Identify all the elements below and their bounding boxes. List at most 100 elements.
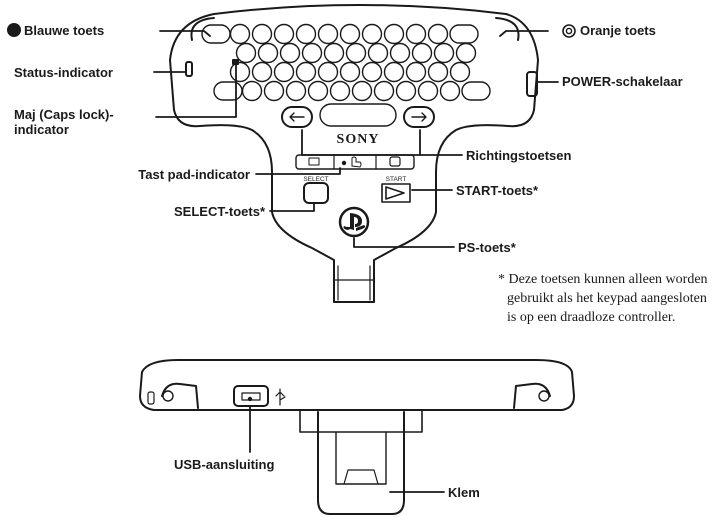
letter-key xyxy=(373,80,395,102)
clip-body xyxy=(317,411,405,515)
letter-key xyxy=(389,42,411,64)
letter-key xyxy=(263,80,285,102)
clip-inner xyxy=(335,431,387,485)
side-left-notch xyxy=(147,391,155,405)
wide-key xyxy=(461,81,491,101)
letter-key xyxy=(295,23,317,45)
strip-right-icon xyxy=(389,156,401,167)
touchpad-led xyxy=(341,160,347,166)
letter-key xyxy=(229,61,251,83)
left-arrow-key xyxy=(281,106,313,128)
label-caps-indicator: Maj (Caps lock)- indicator xyxy=(14,107,114,137)
space-bar xyxy=(319,103,397,127)
select-key-text: SELECT xyxy=(303,176,328,183)
leader-arrows xyxy=(301,129,463,156)
letter-keys xyxy=(201,23,491,102)
label-status-indicator: Status-indicator xyxy=(14,65,113,80)
start-key xyxy=(381,183,411,203)
footnote-line-1: * Deze toetsen kunnen alleen worden xyxy=(498,272,708,287)
label-touchpad-indicator: Tast pad-indicator xyxy=(138,167,250,182)
letter-key xyxy=(405,61,427,83)
letter-key xyxy=(339,61,361,83)
label-power-switch: POWER-schakelaar xyxy=(562,74,683,89)
filled-circle-icon xyxy=(7,23,21,37)
side-right-button xyxy=(538,390,550,402)
usb-port xyxy=(233,385,269,407)
clip-upper xyxy=(299,409,423,433)
letter-key xyxy=(257,42,279,64)
leader-touchpad xyxy=(255,167,341,175)
clip-inner-fold xyxy=(343,469,379,485)
side-right-grip xyxy=(513,382,551,409)
footnote-line-3: is op een draadloze controller. xyxy=(507,310,676,325)
letter-key xyxy=(455,42,477,64)
letter-key xyxy=(251,23,273,45)
right-arrow-icon xyxy=(411,112,427,122)
letter-key xyxy=(427,61,449,83)
double-circle-icon xyxy=(562,24,576,38)
letter-key xyxy=(295,61,317,83)
label-usb-port: USB-aansluiting xyxy=(174,457,275,472)
leader-select xyxy=(269,203,315,212)
leader-orange-key xyxy=(499,30,549,37)
letter-key xyxy=(411,42,433,64)
strip-left-icon xyxy=(308,157,320,166)
ps-key xyxy=(338,206,370,238)
letter-key xyxy=(361,61,383,83)
letter-key xyxy=(405,23,427,45)
footnote-line-2: gebruikt als het keypad aangesloten xyxy=(507,291,707,306)
letter-key xyxy=(307,80,329,102)
letter-key xyxy=(279,42,301,64)
letter-key xyxy=(439,80,461,102)
brand-logo: SONY xyxy=(337,132,380,147)
letter-key xyxy=(433,42,455,64)
letter-key xyxy=(427,23,449,45)
letter-key xyxy=(361,23,383,45)
leader-caps xyxy=(155,63,237,118)
letter-key xyxy=(241,80,263,102)
label-blue-key: Blauwe toets xyxy=(24,23,104,38)
letter-key xyxy=(229,23,251,45)
label-arrow-keys: Richtingstoetsen xyxy=(466,148,572,163)
label-ps-key: PS-toets* xyxy=(458,240,516,255)
usb-icon xyxy=(275,388,286,406)
label-caps-line1: Maj (Caps lock)- xyxy=(14,107,114,122)
right-grip-accent xyxy=(495,17,520,41)
leader-lines xyxy=(153,30,559,248)
playstation-logo-icon xyxy=(343,213,366,231)
letter-key xyxy=(329,80,351,102)
letter-key xyxy=(301,42,323,64)
leader-blue-key xyxy=(159,30,211,37)
hand-icon xyxy=(351,156,362,168)
wide-key xyxy=(449,24,479,44)
letter-key xyxy=(383,61,405,83)
left-arrow-icon xyxy=(289,112,305,122)
wide-key xyxy=(213,81,243,101)
caps-indicator-led xyxy=(232,59,239,65)
letter-key xyxy=(235,42,257,64)
left-grip-accent xyxy=(190,17,215,41)
side-left-grip xyxy=(161,382,199,409)
letter-key xyxy=(323,42,345,64)
footnote: * Deze toetsen kunnen alleen worden gebr… xyxy=(498,270,713,327)
letter-key xyxy=(273,61,295,83)
leader-ps xyxy=(353,237,455,248)
status-indicator-slot xyxy=(185,61,193,77)
letter-key xyxy=(251,61,273,83)
letter-key xyxy=(367,42,389,64)
label-select-key: SELECT-toets* xyxy=(173,204,265,219)
letter-key xyxy=(317,23,339,45)
power-switch xyxy=(526,71,538,97)
letter-key xyxy=(351,80,373,102)
letter-key xyxy=(273,23,295,45)
side-view-body xyxy=(139,359,575,411)
letter-key xyxy=(417,80,439,102)
label-orange-key: Oranje toets xyxy=(580,23,656,38)
letter-key xyxy=(285,80,307,102)
label-clip: Klem xyxy=(448,485,480,500)
letter-key xyxy=(339,23,361,45)
keypad-body-outline xyxy=(169,4,539,303)
label-caps-line2: indicator xyxy=(14,122,69,137)
